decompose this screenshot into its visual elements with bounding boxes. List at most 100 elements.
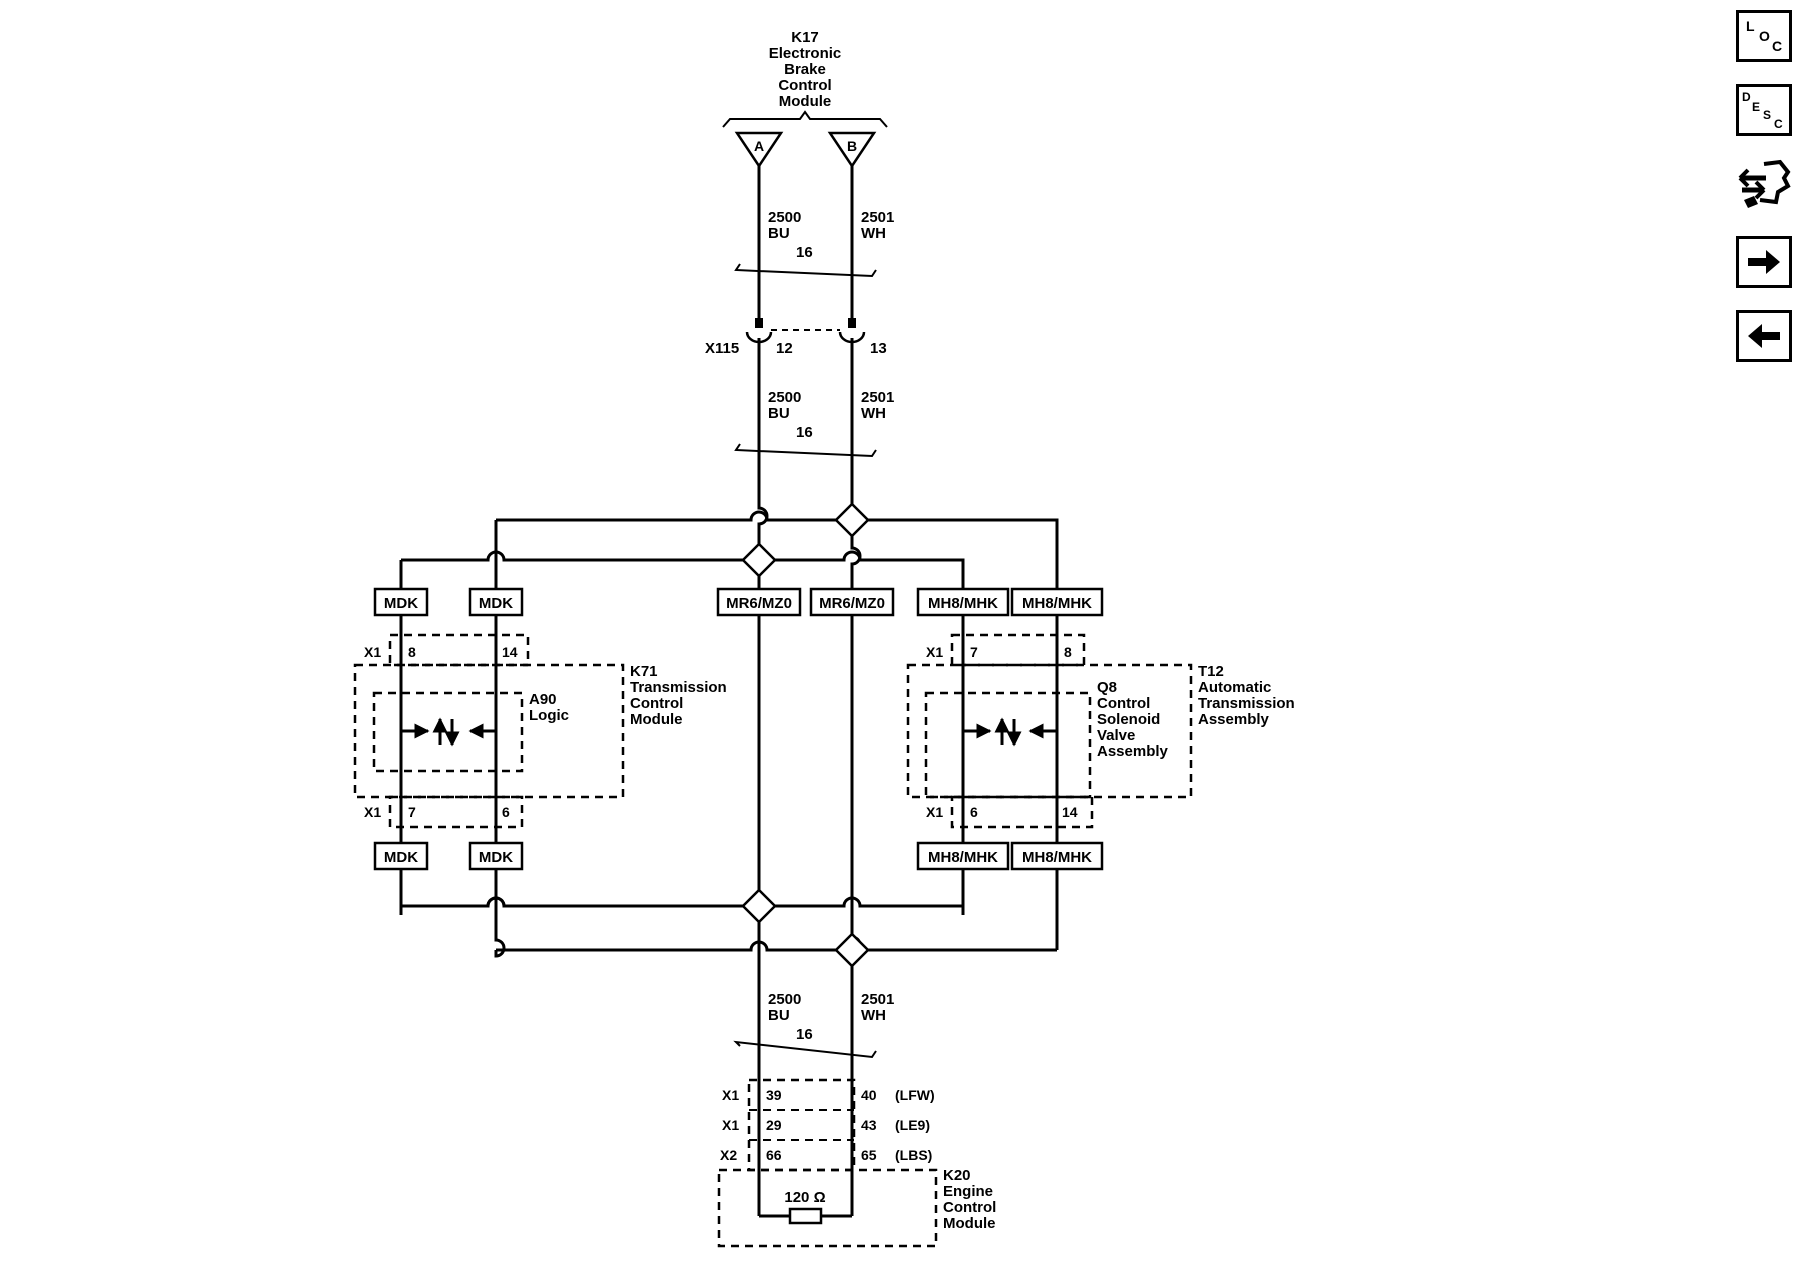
svg-text:Transmission: Transmission <box>1198 695 1295 712</box>
svg-text:O: O <box>1759 28 1770 44</box>
svg-text:Assembly: Assembly <box>1198 711 1270 728</box>
svg-text:8: 8 <box>408 644 416 660</box>
svg-text:WH: WH <box>861 225 886 242</box>
k17-module-label: K17 Electronic Brake Control Module <box>769 29 842 110</box>
svg-text:BU: BU <box>768 225 790 242</box>
svg-text:MDK: MDK <box>384 595 418 612</box>
wire-labels-bottom: 2500 BU 2501 WH 16 <box>768 991 894 1043</box>
svg-text:C: C <box>1772 38 1782 54</box>
option-boxes-bottom: MDK MDK MH8/MHK MH8/MHK <box>373 841 1104 871</box>
svg-text:X1: X1 <box>722 1117 739 1133</box>
svg-text:16: 16 <box>796 424 813 441</box>
connector-icon <box>1738 159 1791 208</box>
svg-text:2501: 2501 <box>861 209 894 226</box>
svg-text:X1: X1 <box>926 644 943 660</box>
loc-icon: L O C <box>1736 10 1792 62</box>
k71-logic-arrows <box>401 717 496 747</box>
svg-text:Solenoid: Solenoid <box>1097 711 1160 728</box>
svg-text:Transmission: Transmission <box>630 679 727 696</box>
svg-text:65: 65 <box>861 1147 877 1163</box>
svg-text:X1: X1 <box>926 804 943 820</box>
svg-text:A: A <box>754 138 764 154</box>
bus-lines-bottom <box>399 880 1059 958</box>
svg-text:2501: 2501 <box>861 389 894 406</box>
svg-text:X115: X115 <box>705 340 739 357</box>
svg-text:Brake: Brake <box>784 61 826 78</box>
connector-x115: X115 12 13 <box>705 318 887 357</box>
svg-text:6: 6 <box>970 804 978 820</box>
svg-text:MDK: MDK <box>479 849 513 866</box>
svg-text:K20: K20 <box>943 1167 971 1184</box>
svg-text:MH8/MHK: MH8/MHK <box>928 595 998 612</box>
svg-text:13: 13 <box>870 340 887 357</box>
wire-labels-mid: 2500 BU 2501 WH 16 <box>768 389 894 441</box>
svg-text:K17: K17 <box>791 29 819 46</box>
svg-text:Control: Control <box>778 77 831 94</box>
splice-diamonds <box>741 502 870 968</box>
svg-text:2500: 2500 <box>768 389 801 406</box>
back-button[interactable] <box>1736 310 1792 362</box>
q8-t12-module: X1 7 8 X1 6 14 Q8 Control Solenoid Valve… <box>906 633 1295 829</box>
svg-text:Automatic: Automatic <box>1198 679 1271 696</box>
svg-text:K71: K71 <box>630 663 658 680</box>
svg-text:MH8/MHK: MH8/MHK <box>928 849 998 866</box>
location-button[interactable]: L O C <box>1736 10 1792 62</box>
svg-text:WH: WH <box>861 405 886 422</box>
arrow-right-icon <box>1736 236 1792 288</box>
option-boxes-top: MDK MDK MR6/MZ0 MR6/MZ0 MH8/MHK MH8/MHK <box>373 587 1104 617</box>
svg-text:MR6/MZ0: MR6/MZ0 <box>726 595 792 612</box>
svg-text:Electronic: Electronic <box>769 45 842 62</box>
terminating-resistor: 120 Ω <box>759 1189 852 1225</box>
svg-text:2500: 2500 <box>768 209 801 226</box>
svg-text:Engine: Engine <box>943 1183 993 1200</box>
svg-text:Control: Control <box>1097 695 1150 712</box>
svg-text:(LFW): (LFW) <box>895 1087 935 1103</box>
svg-text:MDK: MDK <box>479 595 513 612</box>
next-button[interactable] <box>1736 236 1792 288</box>
svg-text:X1: X1 <box>364 804 381 820</box>
svg-text:Valve: Valve <box>1097 727 1135 744</box>
svg-text:40: 40 <box>861 1087 877 1103</box>
svg-text:2500: 2500 <box>768 991 801 1008</box>
svg-text:B: B <box>847 138 857 154</box>
svg-text:MH8/MHK: MH8/MHK <box>1022 595 1092 612</box>
twist-marker-mid <box>734 443 877 458</box>
svg-text:T12: T12 <box>1198 663 1224 680</box>
desc-icon: D E S C <box>1736 84 1792 136</box>
svg-text:12: 12 <box>776 340 793 357</box>
k20-connector-rows: X1 39 40 (LFW) X1 29 43 (LE9) X2 66 65 (… <box>720 1078 935 1172</box>
description-button[interactable]: D E S C <box>1736 84 1792 136</box>
connector-end-view-button[interactable] <box>1736 156 1792 208</box>
twist-marker-bottom <box>733 1040 877 1059</box>
svg-text:S: S <box>1763 108 1771 122</box>
svg-text:120 Ω: 120 Ω <box>784 1189 825 1206</box>
svg-text:C: C <box>1774 117 1783 131</box>
svg-text:(LE9): (LE9) <box>895 1117 930 1133</box>
twist-marker-top <box>734 263 877 278</box>
svg-text:7: 7 <box>970 644 978 660</box>
svg-text:MDK: MDK <box>384 849 418 866</box>
svg-text:Control: Control <box>630 695 683 712</box>
svg-text:MR6/MZ0: MR6/MZ0 <box>819 595 885 612</box>
terminal-b: B <box>827 131 877 169</box>
k20-module: K20 Engine Control Module <box>717 1167 996 1248</box>
svg-text:43: 43 <box>861 1117 877 1133</box>
k17-brace <box>722 110 888 128</box>
svg-text:Assembly: Assembly <box>1097 743 1169 760</box>
svg-text:39: 39 <box>766 1087 782 1103</box>
svg-text:D: D <box>1742 90 1751 104</box>
terminal-a: A <box>734 131 784 169</box>
svg-text:L: L <box>1746 18 1755 34</box>
wire-labels-top: 2500 BU 2501 WH 16 <box>768 209 894 261</box>
svg-text:BU: BU <box>768 1007 790 1024</box>
arrow-left-icon <box>1736 310 1792 362</box>
svg-text:Logic: Logic <box>529 707 569 724</box>
svg-text:(LBS): (LBS) <box>895 1147 932 1163</box>
svg-text:Module: Module <box>779 93 832 110</box>
svg-text:8: 8 <box>1064 644 1072 660</box>
svg-text:X1: X1 <box>722 1087 739 1103</box>
svg-text:14: 14 <box>502 644 518 660</box>
svg-text:Q8: Q8 <box>1097 679 1117 696</box>
svg-text:MH8/MHK: MH8/MHK <box>1022 849 1092 866</box>
